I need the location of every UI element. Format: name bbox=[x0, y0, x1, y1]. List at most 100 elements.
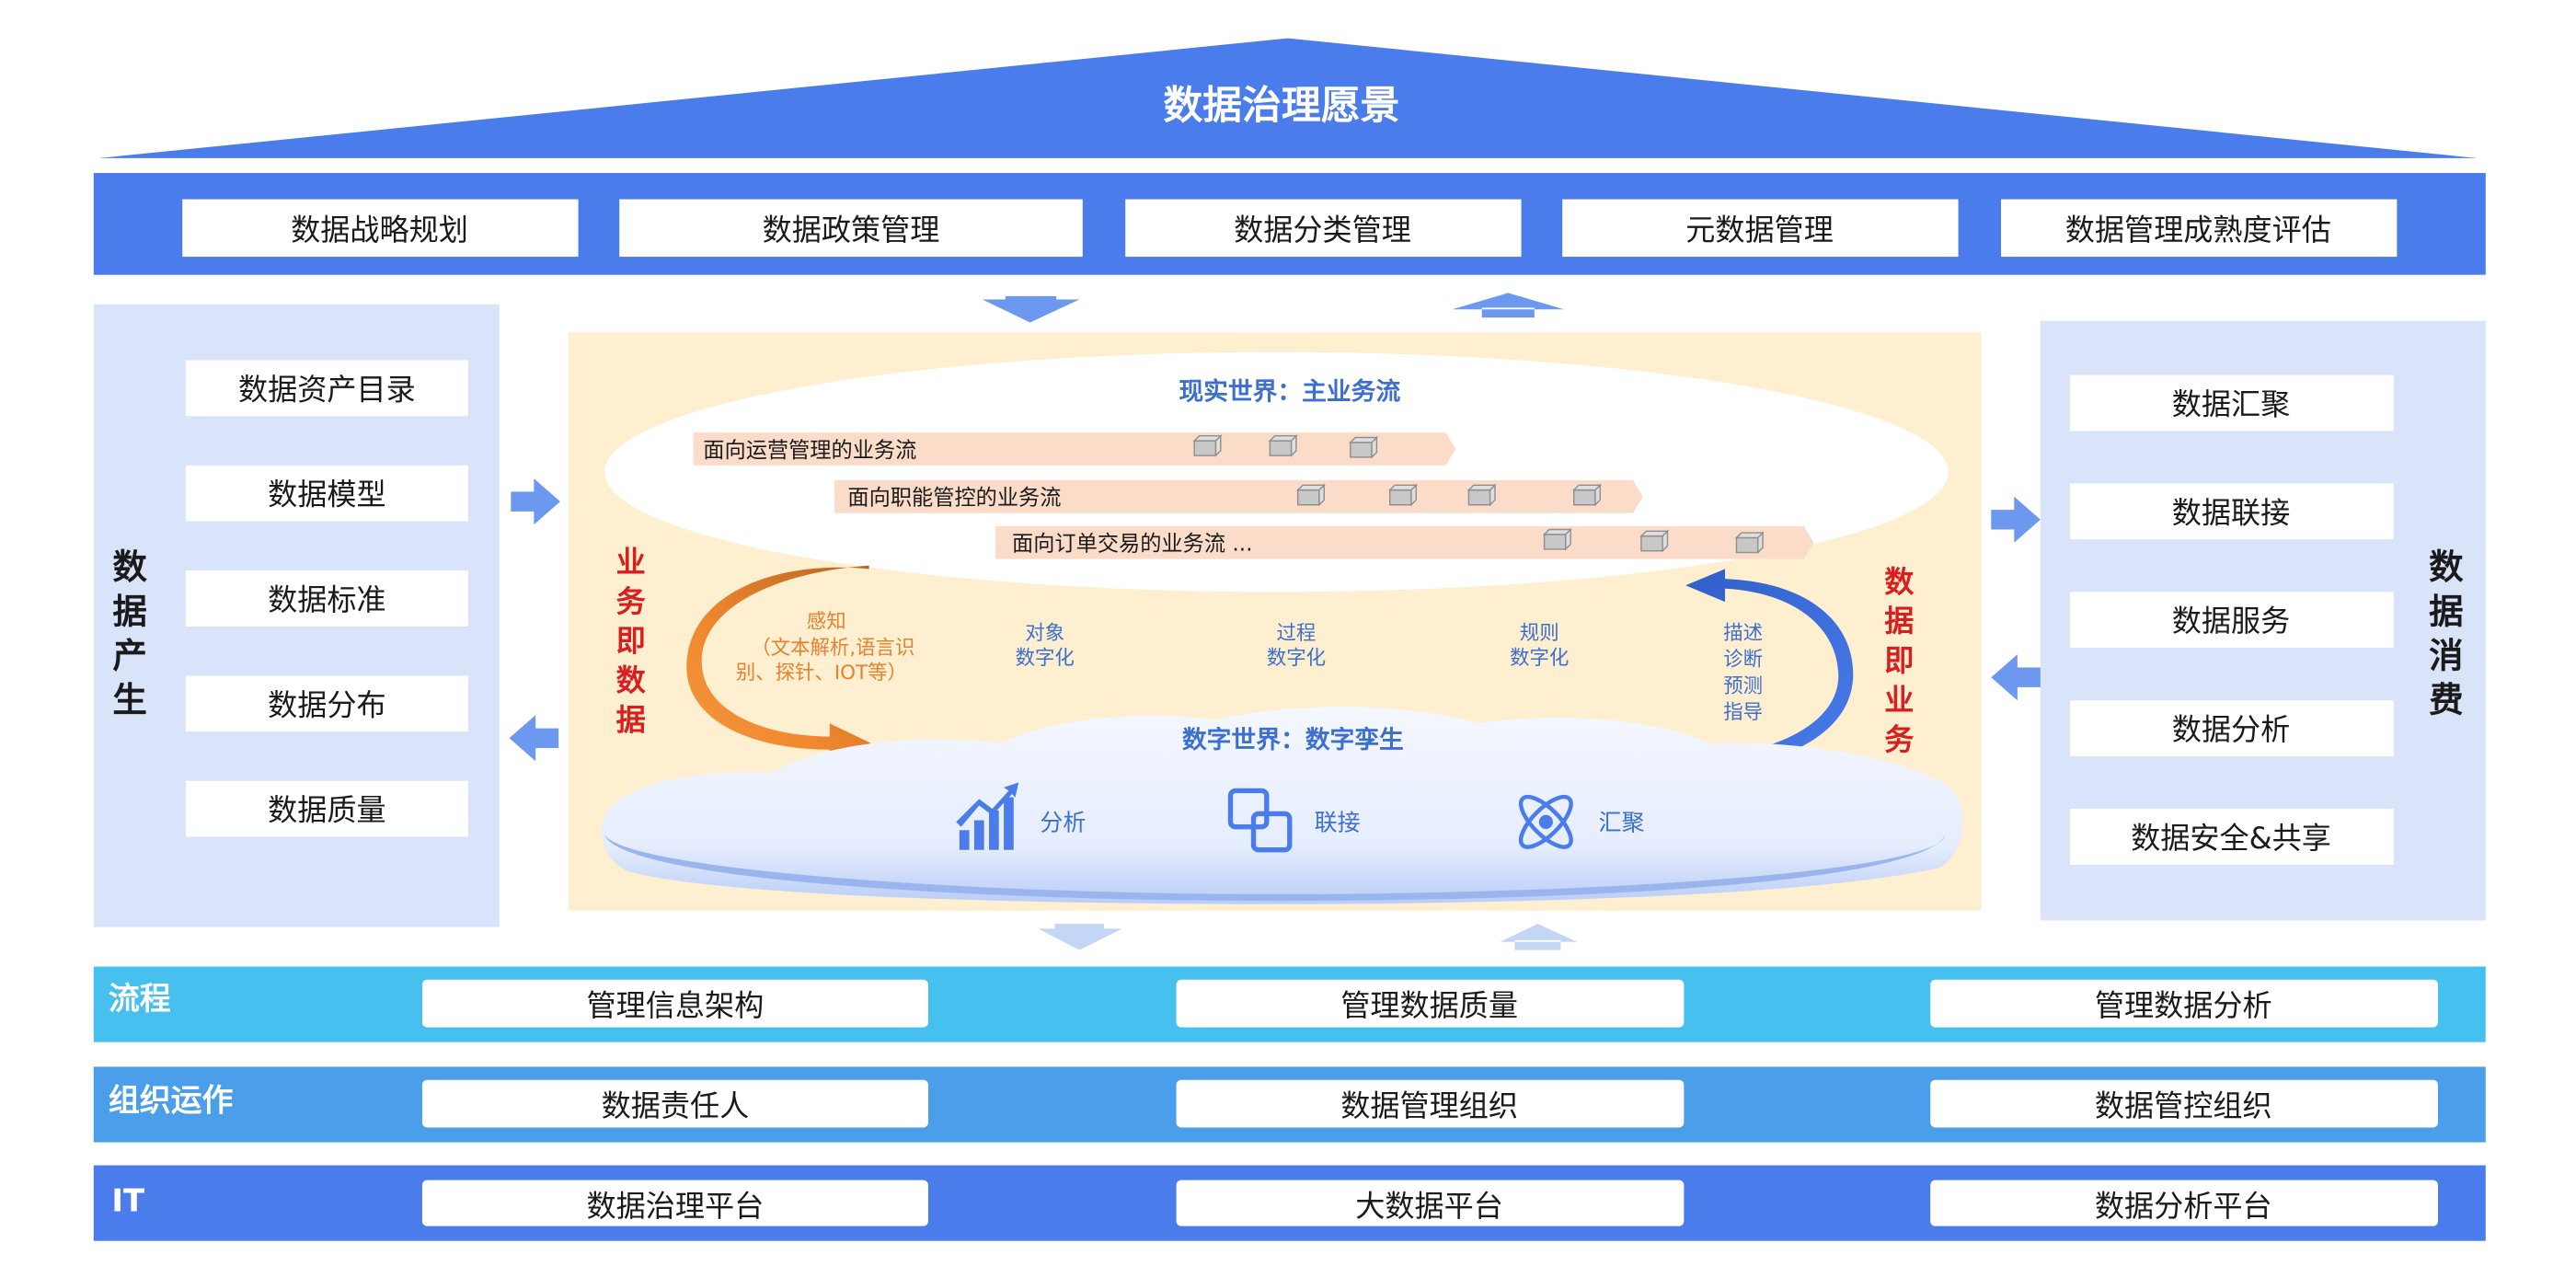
page-title: 数据治理愿景 bbox=[1163, 83, 1399, 129]
svg-text:消: 消 bbox=[2429, 636, 2464, 676]
list-item bbox=[2070, 592, 2394, 649]
cube-icon bbox=[1571, 483, 1603, 507]
top-item-box bbox=[1562, 199, 1959, 258]
svg-text:描述: 描述 bbox=[1723, 622, 1763, 645]
top-item-label: 数据管理成熟度评估 bbox=[2065, 213, 2331, 247]
svg-text:预测: 预测 bbox=[1723, 674, 1763, 697]
top-item-label: 数据战略规划 bbox=[291, 213, 468, 247]
svg-text:数: 数 bbox=[616, 663, 647, 698]
svg-text:数: 数 bbox=[112, 547, 147, 587]
flow-bar bbox=[693, 432, 1456, 466]
cube-icon bbox=[1387, 483, 1419, 507]
cube-icon bbox=[1734, 531, 1765, 555]
svg-text:过程: 过程 bbox=[1277, 622, 1317, 645]
list-item bbox=[2070, 483, 2394, 540]
chart-growth-icon bbox=[956, 782, 1019, 850]
list-item-label: 数据分布 bbox=[268, 687, 386, 722]
row-item-label: 管理信息架构 bbox=[587, 988, 765, 1023]
svg-text:别、探针、IOT等）: 别、探针、IOT等） bbox=[736, 662, 907, 685]
row-item-label: 管理数据分析 bbox=[2095, 988, 2272, 1023]
svg-text:务: 务 bbox=[616, 584, 647, 619]
atom-icon bbox=[1518, 794, 1573, 849]
svg-text:对象: 对象 bbox=[1025, 622, 1064, 645]
sense-text: 感知 （文本解析,语言识 别、探针、IOT等） bbox=[736, 611, 915, 685]
svg-text:业: 业 bbox=[1884, 683, 1914, 718]
list-item-label: 数据安全&共享 bbox=[2131, 821, 2331, 856]
list-item bbox=[185, 465, 468, 522]
cube-icon bbox=[1542, 527, 1572, 551]
sense-arrow bbox=[686, 565, 871, 760]
title-roof bbox=[98, 38, 2478, 158]
right-arrow-icon bbox=[1991, 496, 2041, 543]
list-item bbox=[2070, 809, 2394, 865]
data-is-business-label: 数 据 即 业 务 bbox=[1884, 564, 1915, 756]
list-item bbox=[185, 360, 468, 417]
row-label: 组织运作 bbox=[109, 1083, 234, 1119]
svg-text:据: 据 bbox=[112, 591, 147, 631]
svg-text:数字化: 数字化 bbox=[1267, 647, 1326, 670]
digital-world-cloud bbox=[601, 707, 1963, 904]
list-item-label: 数据分析 bbox=[2172, 712, 2291, 747]
svg-text:感知: 感知 bbox=[807, 611, 846, 634]
row-item-label: 数据分析平台 bbox=[2095, 1189, 2272, 1224]
link-icon bbox=[1227, 788, 1293, 853]
real-world-title: 现实世界：主业务流 bbox=[1179, 376, 1400, 406]
left-panel-items: 数据资产目录 数据模型 数据标准 数据分布 数据质量 bbox=[185, 360, 468, 837]
top-item-label: 元数据管理 bbox=[1685, 213, 1834, 247]
svg-text:数: 数 bbox=[1884, 564, 1915, 599]
svg-text:即: 即 bbox=[616, 624, 646, 659]
top-item-label: 数据分类管理 bbox=[1234, 213, 1411, 247]
up-arrow-icon bbox=[1452, 293, 1564, 318]
row-item-box bbox=[1176, 1079, 1685, 1128]
list-item-label: 数据模型 bbox=[268, 478, 386, 512]
top-item-box bbox=[619, 199, 1083, 258]
row-item-box bbox=[421, 1079, 928, 1128]
flow-label: 面向运营管理的业务流 bbox=[703, 438, 916, 463]
list-item bbox=[185, 780, 468, 837]
cube-icon bbox=[1349, 435, 1379, 459]
cloud-item-label: 汇聚 bbox=[1599, 809, 1645, 835]
flow-label: 面向订单交易的业务流 ... bbox=[1012, 532, 1253, 557]
list-item-label: 数据联接 bbox=[2172, 495, 2291, 530]
svg-text:即: 即 bbox=[1884, 643, 1914, 678]
row-item-box bbox=[1176, 1180, 1685, 1226]
svg-text:规则: 规则 bbox=[1520, 622, 1559, 645]
business-is-data-label: 业 务 即 数 据 bbox=[616, 545, 647, 737]
row-item-box bbox=[1176, 979, 1685, 1028]
list-item-label: 数据资产目录 bbox=[238, 372, 416, 407]
row-item-box bbox=[1930, 1079, 2438, 1128]
svg-text:据: 据 bbox=[616, 702, 646, 737]
row-item-label: 数据管控组织 bbox=[2095, 1088, 2272, 1123]
row-item-box bbox=[1930, 1180, 2438, 1226]
top-item-box bbox=[1125, 199, 1522, 258]
svg-text:产: 产 bbox=[112, 636, 147, 676]
flow-label: 面向职能管控的业务流 bbox=[847, 486, 1061, 511]
top-band-items: 数据战略规划 数据政策管理 数据分类管理 元数据管理 数据管理成熟度评估 bbox=[182, 199, 2398, 258]
down-arrow-icon bbox=[1038, 924, 1122, 950]
svg-text:生: 生 bbox=[112, 680, 147, 720]
top-item-label: 数据政策管理 bbox=[763, 213, 940, 247]
row-item-box bbox=[421, 979, 928, 1028]
row-item-label: 大数据平台 bbox=[1355, 1189, 1503, 1224]
list-item bbox=[2070, 374, 2394, 432]
up-arrow-icon bbox=[1500, 924, 1578, 950]
list-item-label: 数据汇聚 bbox=[2172, 387, 2291, 422]
row-label: 流程 bbox=[109, 981, 171, 1017]
cloud-item-label: 分析 bbox=[1040, 809, 1086, 835]
list-item bbox=[185, 675, 468, 732]
right-arrow-icon bbox=[511, 478, 560, 525]
row-item-label: 管理数据质量 bbox=[1340, 988, 1518, 1023]
svg-text:务: 务 bbox=[1884, 722, 1915, 757]
cloud-item-label: 联接 bbox=[1315, 809, 1361, 835]
svg-text:数字化: 数字化 bbox=[1016, 647, 1075, 670]
row-item-box bbox=[1930, 979, 2438, 1028]
cube-icon bbox=[1639, 529, 1670, 553]
row-item-label: 数据管理组织 bbox=[1340, 1088, 1518, 1123]
right-panel-items: 数据汇聚 数据联接 数据服务 数据分析 数据安全&共享 bbox=[2070, 374, 2394, 865]
svg-text:据: 据 bbox=[1884, 604, 1914, 639]
svg-text:（文本解析,语言识: （文本解析,语言识 bbox=[751, 637, 914, 660]
it-row: IT 数据治理平台 大数据平台 数据分析平台 bbox=[93, 1165, 2486, 1241]
top-item-box bbox=[2001, 199, 2398, 258]
cube-icon bbox=[1466, 483, 1497, 507]
